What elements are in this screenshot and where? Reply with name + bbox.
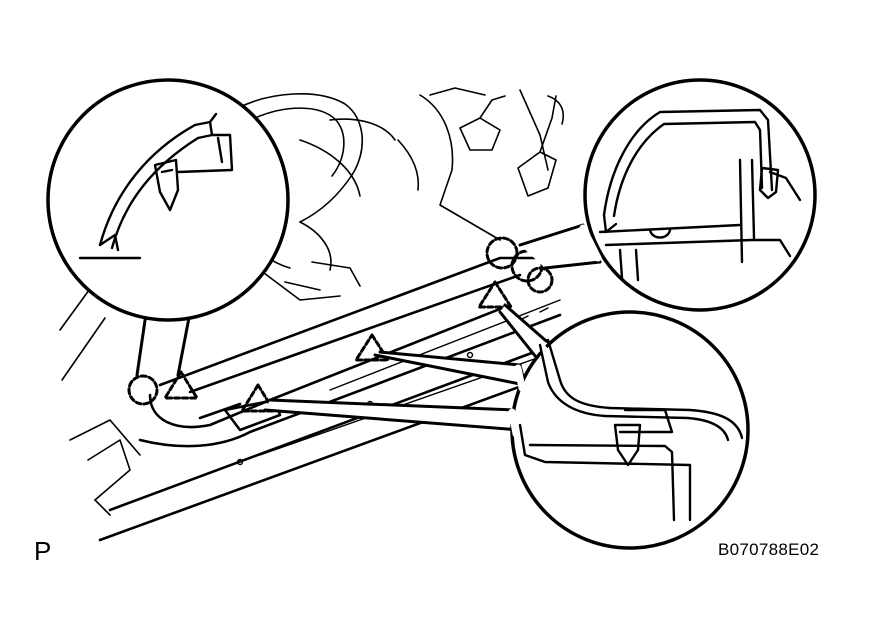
clip-location-icon bbox=[526, 266, 554, 294]
brake-pedal bbox=[459, 117, 501, 151]
location-markers bbox=[127, 236, 554, 413]
lower-right-detail-callout bbox=[263, 303, 750, 550]
left-detail-circle bbox=[46, 78, 290, 322]
claw-location-icon bbox=[354, 333, 390, 362]
clip-shape bbox=[153, 158, 180, 212]
claw-shape bbox=[613, 423, 642, 467]
claw-location-icon bbox=[477, 280, 513, 309]
claw-location-icon bbox=[163, 370, 199, 400]
clip-shape bbox=[758, 166, 780, 200]
upper-right-detail-callout bbox=[518, 78, 817, 312]
clip-location-icon bbox=[127, 374, 159, 406]
corner-label: P bbox=[34, 536, 52, 566]
accelerator-pedal bbox=[517, 151, 557, 197]
claw-location-icon bbox=[240, 383, 276, 413]
lower-right-detail-circle bbox=[510, 310, 750, 550]
upper-right-detail-circle bbox=[583, 78, 817, 312]
left-detail-callout bbox=[46, 78, 290, 377]
interior-background bbox=[59, 87, 564, 516]
figure-code: B070788E02 bbox=[718, 540, 820, 559]
